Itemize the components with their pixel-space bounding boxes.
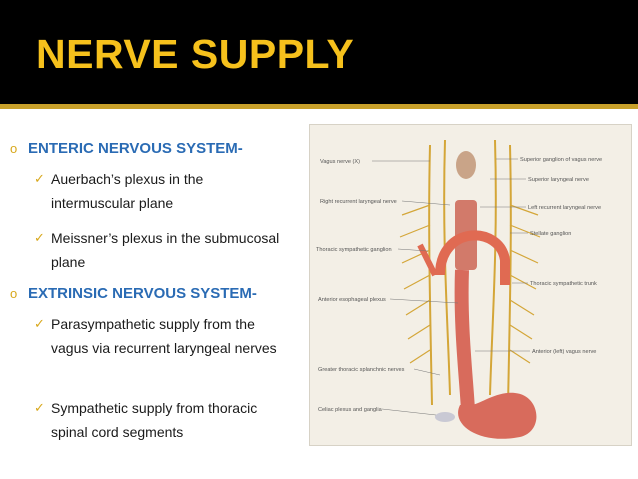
label-left-recurrent: Left recurrent laryngeal nerve: [528, 205, 601, 211]
circle-bullet-icon: o: [10, 286, 18, 301]
label-celiac: Celiac plexus and ganglia: [318, 407, 383, 413]
label-sympathetic-trunk: Thoracic sympathetic trunk: [530, 281, 597, 287]
sub-bullet-text: Meissner’s plexus in the submucosal plan…: [51, 230, 280, 270]
checkmark-icon: ✓: [34, 171, 45, 186]
sub-bullet-text: Sympathetic supply from thoracic spinal …: [51, 400, 258, 440]
sub-bullet-auerbach: ✓ Auerbach’s plexus in the intermuscular…: [34, 167, 284, 215]
label-stellate: Stellate ganglion: [530, 231, 571, 237]
esophagus-nerve-diagram: Vagus nerve (X) Right recurrent laryngea…: [316, 139, 602, 439]
label-superior-laryngeal: Superior laryngeal nerve: [528, 177, 589, 183]
celiac-plexus-shape: [435, 412, 455, 422]
sub-bullet-text: Parasympathetic supply from the vagus vi…: [51, 316, 277, 356]
bullet-text: EXTRINSIC NERVOUS SYSTEM-: [28, 285, 257, 302]
bullet-enteric: o ENTERIC NERVOUS SYSTEM-: [10, 140, 243, 157]
circle-bullet-icon: o: [10, 141, 18, 156]
checkmark-icon: ✓: [34, 316, 45, 331]
left-labels: Vagus nerve (X) Right recurrent laryngea…: [316, 159, 459, 416]
sympathetic-trunks: [428, 139, 512, 406]
artery-shape: [417, 243, 438, 277]
bullet-extrinsic: o EXTRINSIC NERVOUS SYSTEM-: [10, 285, 257, 302]
sub-bullet-text: Auerbach’s plexus in the intermuscular p…: [51, 171, 204, 211]
stomach-shape: [458, 392, 537, 439]
sub-bullet-meissner: ✓ Meissner’s plexus in the submucosal pl…: [34, 226, 284, 274]
label-vagus: Vagus nerve (X): [320, 159, 360, 165]
title-underline: [0, 104, 638, 109]
thyroid-shape: [456, 151, 476, 179]
intercostal-nerves: [399, 204, 541, 364]
bullet-text: ENTERIC NERVOUS SYSTEM-: [28, 140, 243, 157]
checkmark-icon: ✓: [34, 400, 45, 415]
label-thoracic-ganglion: Thoracic sympathetic ganglion: [316, 247, 392, 253]
aortic-arch-shape: [435, 230, 510, 285]
slide-title: NERVE SUPPLY: [36, 31, 355, 77]
sub-bullet-sympathetic: ✓ Sympathetic supply from thoracic spina…: [34, 396, 284, 444]
label-superior-ganglion: Superior ganglion of vagus nerve: [520, 157, 602, 163]
title-bar: [0, 0, 638, 104]
esophagus-shape: [454, 269, 475, 411]
checkmark-icon: ✓: [34, 230, 45, 245]
label-splanchnic: Greater thoracic splanchnic nerves: [318, 367, 405, 373]
right-labels: Superior ganglion of vagus nerve Superio…: [475, 157, 602, 355]
sub-bullet-parasympathetic: ✓ Parasympathetic supply from the vagus …: [34, 312, 284, 360]
anatomy-figure: Vagus nerve (X) Right recurrent laryngea…: [309, 124, 632, 446]
label-right-recurrent: Right recurrent laryngeal nerve: [320, 199, 397, 205]
label-anterior-vagus: Anterior (left) vagus nerve: [532, 349, 596, 355]
label-esophageal-plexus: Anterior esophageal plexus: [318, 297, 386, 303]
